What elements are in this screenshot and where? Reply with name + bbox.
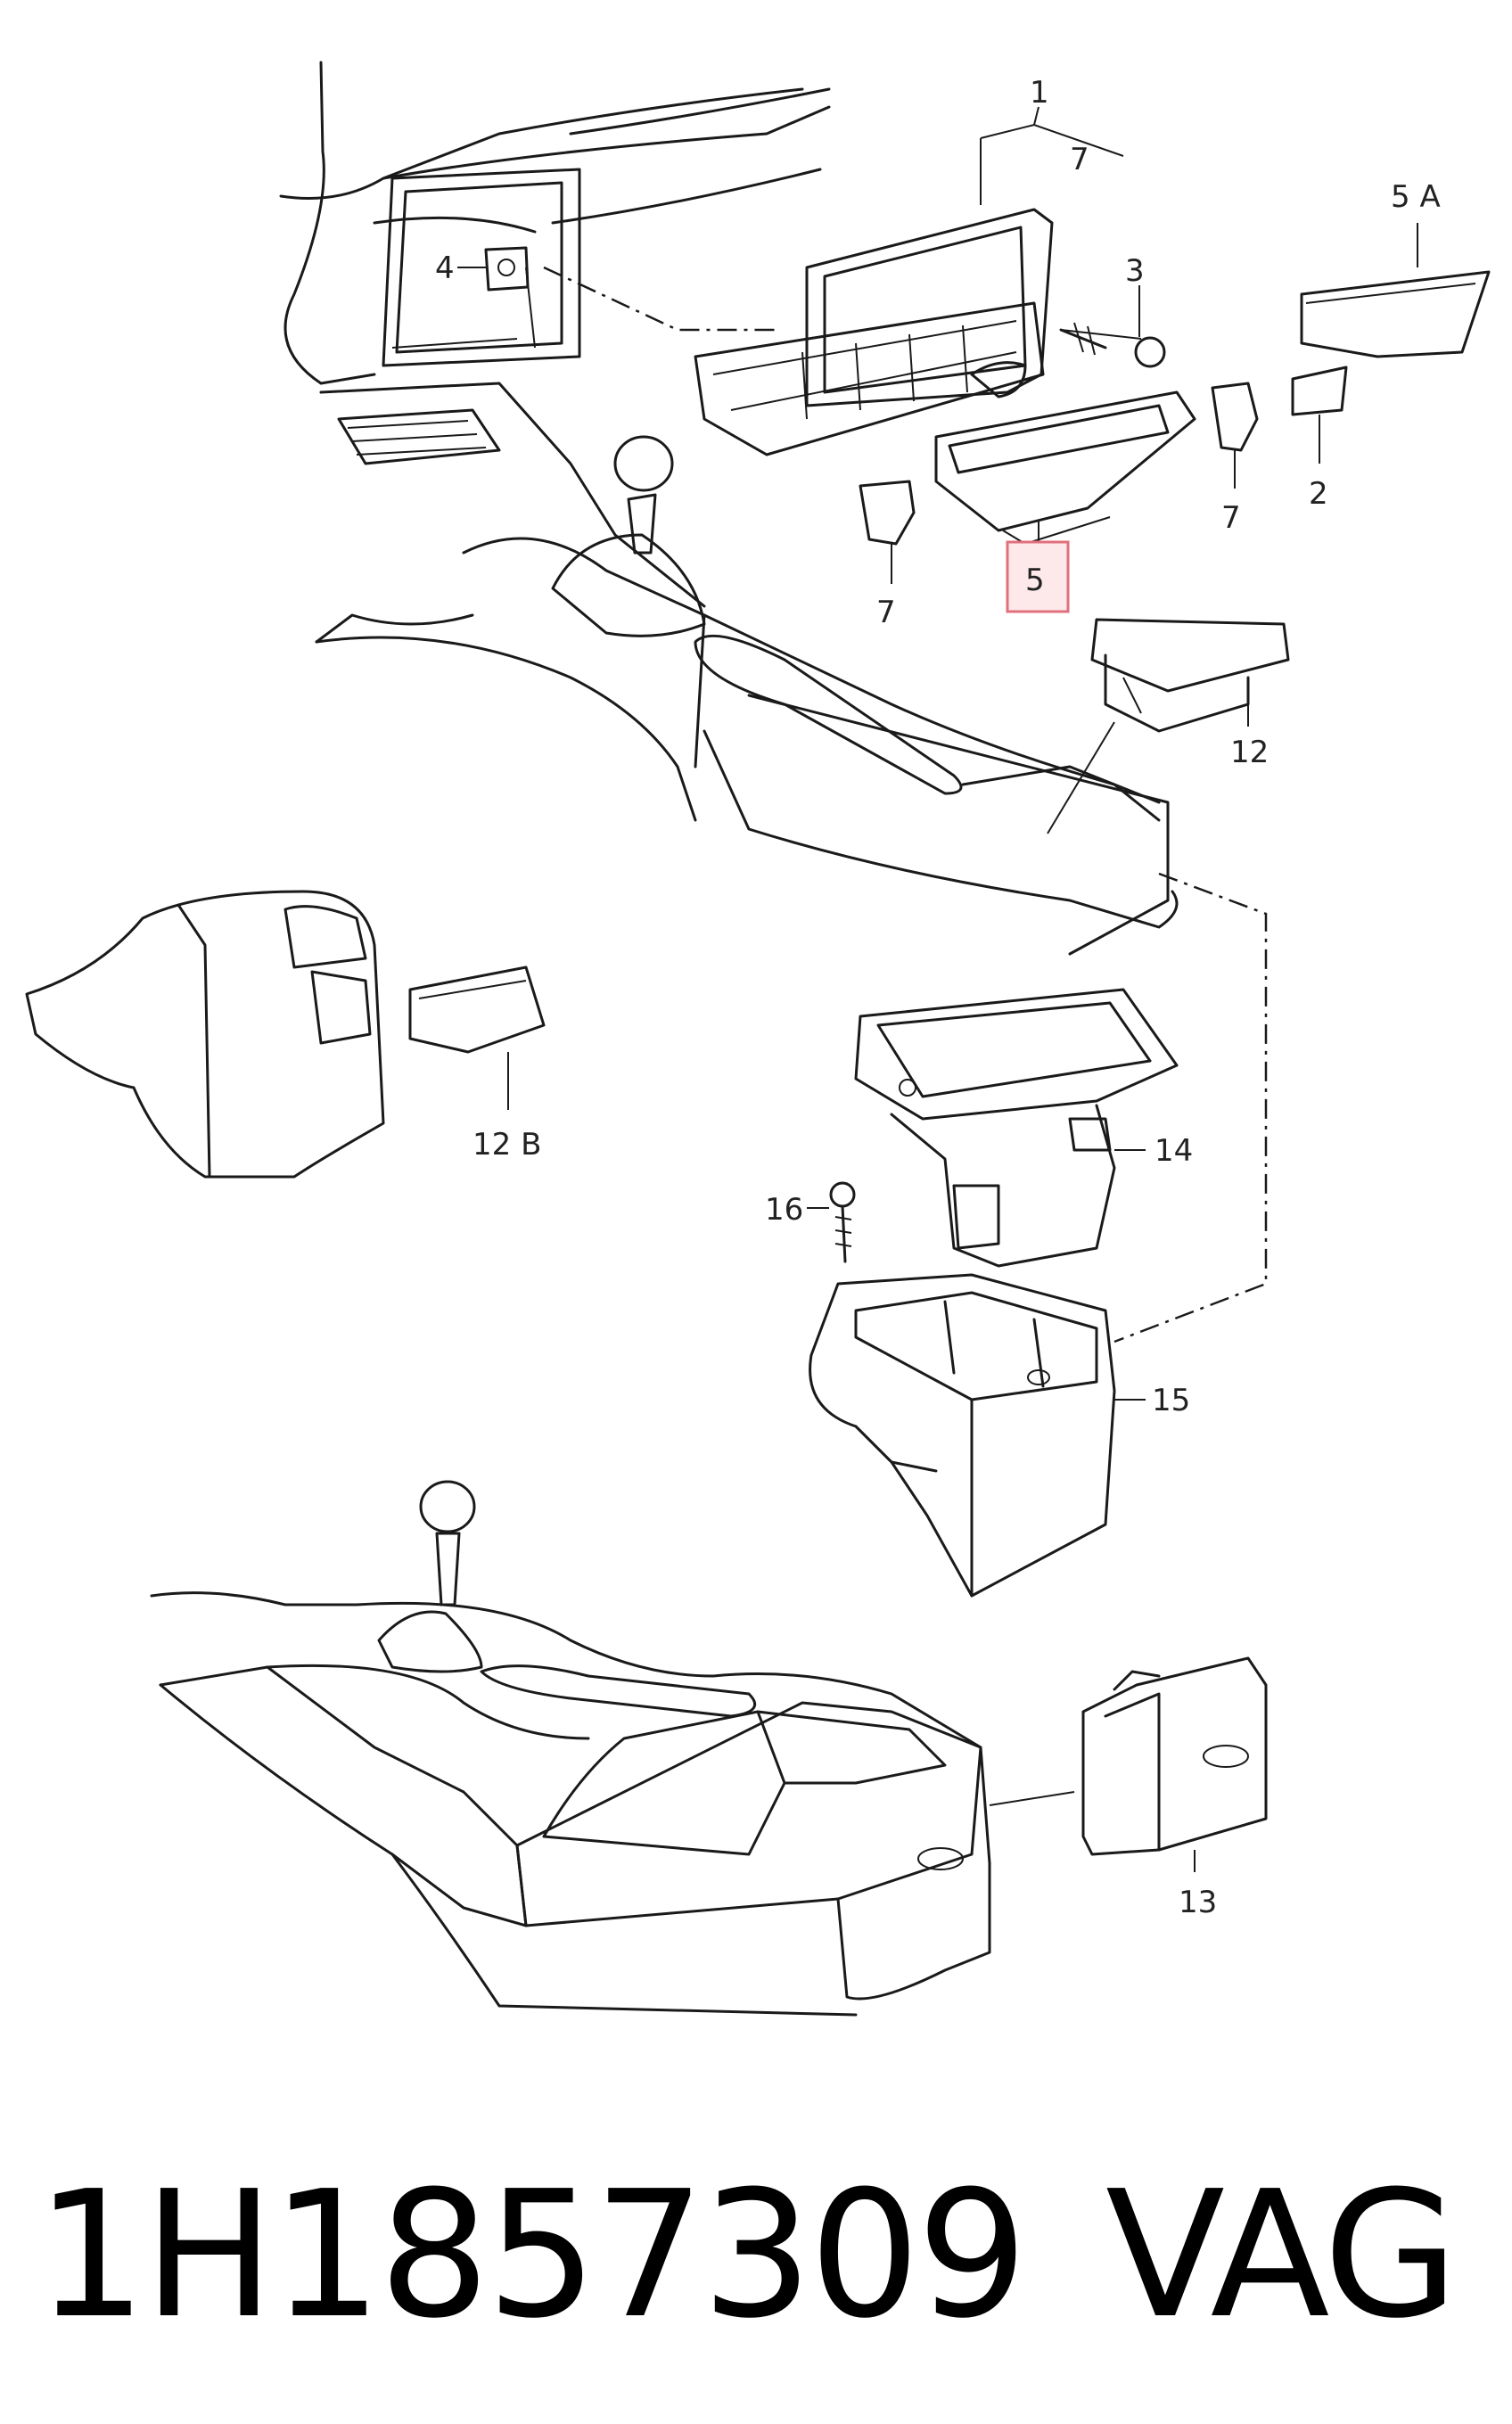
part-12-ashtray: [1047, 618, 1290, 834]
part-3-screw: [1059, 285, 1166, 368]
callout-13: 13: [1179, 1885, 1217, 1920]
callout-5A: 5 A: [1391, 179, 1441, 215]
part-7-bracket-left: [859, 480, 916, 584]
part-7-bracket-right: [1211, 382, 1259, 489]
callout-15: 15: [1152, 1383, 1190, 1418]
callout-4: 4: [435, 251, 455, 286]
upper-center-console: [315, 382, 1179, 956]
callout-16: 16: [765, 1192, 803, 1228]
lower-center-console: [150, 1480, 1075, 2017]
part-16-screw: [807, 1181, 856, 1263]
part-5-tray: [934, 390, 1196, 548]
dashboard-outline: [279, 61, 831, 385]
callout-5: 5: [1025, 563, 1045, 598]
part-5A-lid: [1300, 223, 1491, 358]
part-4-latch: [457, 246, 776, 332]
link-line-15: [1113, 872, 1268, 1343]
callout-7-top: 7: [1070, 142, 1089, 177]
callout-14: 14: [1155, 1133, 1193, 1169]
part-14-armrest-box: [854, 988, 1179, 1268]
callout-7-right: 7: [1221, 500, 1241, 536]
callout-1-7-bracket: [980, 106, 1124, 205]
vendor-name: VAG: [1105, 2154, 1459, 2357]
callout-3: 3: [1125, 253, 1145, 289]
rear-console-12B: [25, 890, 546, 1179]
part-number: 1H1857309: [36, 2154, 1028, 2357]
part-1-storage-housing: [694, 208, 1054, 456]
part-2-cover: [1291, 366, 1348, 464]
callout-1: 1: [1030, 75, 1049, 111]
callout-2: 2: [1309, 476, 1328, 512]
callout-12B: 12 B: [472, 1127, 541, 1163]
part-15-console-housing: [809, 1273, 1146, 1598]
part-number-caption: 1H1857309 VAG: [36, 2140, 1480, 2371]
callout-7-left: 7: [876, 595, 896, 630]
callout-12: 12: [1230, 735, 1269, 770]
part-5-highlight-box: [1006, 540, 1070, 613]
part-13-rear-panel: [1081, 1656, 1268, 1872]
